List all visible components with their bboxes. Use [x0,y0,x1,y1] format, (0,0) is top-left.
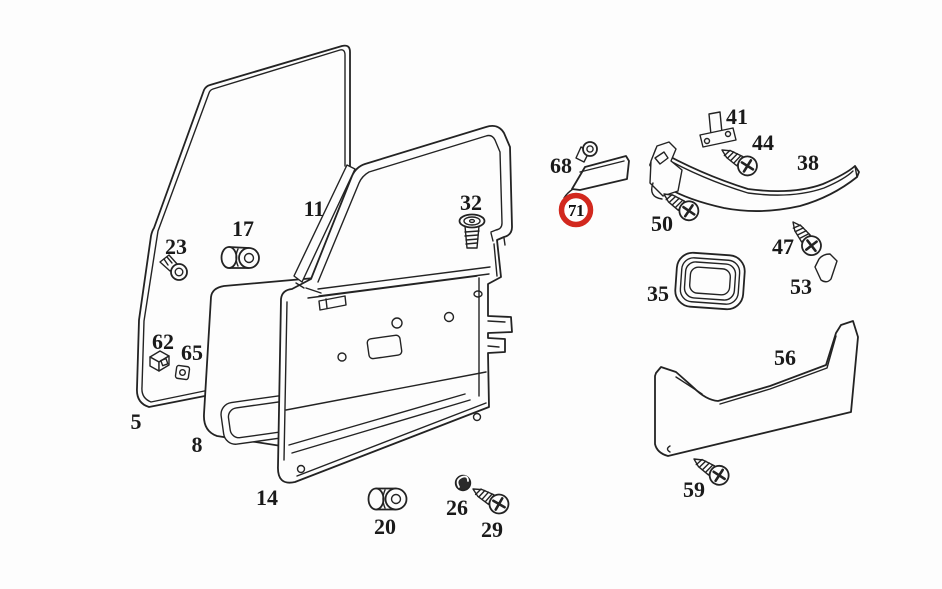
part-17-grommet [220,246,260,269]
part-68-screw [575,141,598,163]
part-label-56: 56 [774,345,796,370]
part-62-clip [149,350,170,372]
part-label-11: 11 [304,196,325,221]
part-label-68: 68 [550,153,572,178]
highlight-ring[interactable] [558,192,594,228]
part-label-62: 62 [152,329,174,354]
part-53-trim-cap [814,253,838,283]
part-71-trim-strip[interactable] [563,155,630,199]
part-65-square-nut [174,364,191,381]
part-14-door-trim-panel [277,124,513,484]
part-38-armrest-handle [649,141,860,212]
part-label-29: 29 [481,517,503,542]
part-label-50: 50 [651,211,673,236]
part-label-65: 65 [181,340,203,365]
part-label-8: 8 [192,432,203,457]
part-50-screw [650,182,704,226]
part-56-lower-trim [654,320,859,457]
part-label-14: 14 [256,485,278,510]
part-label-59: 59 [683,477,705,502]
part-32-screw [458,213,486,249]
part-label-38: 38 [797,150,819,175]
part-label-17: 17 [232,216,254,241]
part-23-clip [159,254,188,281]
part-label-23: 23 [165,234,187,259]
part-35-recess-bezel [674,251,746,311]
part-label-47: 47 [772,234,794,259]
part-label-20: 20 [374,514,396,539]
part-labels: 5 8 11 14 17 20 23 26 29 32 35 38 41 44 … [131,104,820,542]
part-20-grommet [367,487,408,511]
part-label-5: 5 [131,409,142,434]
part-label-41: 41 [726,104,748,129]
highlight-71[interactable]: 71 [558,192,594,228]
part-11-frame-seal [293,164,356,289]
part-label-44: 44 [752,130,774,155]
part-label-53: 53 [790,274,812,299]
part-label-26: 26 [446,495,468,520]
part-label-71[interactable]: 71 [568,201,585,220]
part-41-bracket [699,111,737,148]
part-label-32: 32 [460,190,482,215]
part-26-spring-nut [454,474,472,492]
part-label-35: 35 [647,281,669,306]
